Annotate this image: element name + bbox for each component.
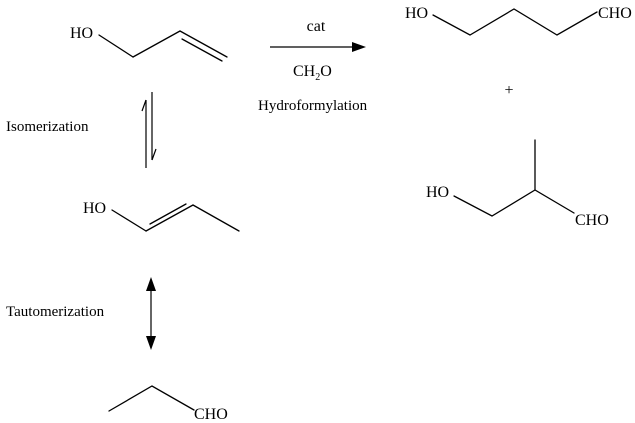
linear-product-chain [432,8,598,36]
reagent-subscript: 2 [315,72,320,83]
bond-c2-c3 [179,30,228,58]
tautomerization-arrow: Tautomerization [6,277,156,350]
catalyst-label: cat [307,18,326,35]
bond-c1-c2 [132,30,181,58]
enol-bond-c2-c3 [192,204,240,232]
tautomerization-arrow-head-down [146,336,156,350]
reagent-tail: O [320,63,332,80]
branched-product-ho-label: HO [426,184,449,201]
enol-bond-o-c1 [111,209,147,232]
double-bond-c2-c3 [181,38,223,62]
linear-product-ho-label: HO [405,5,428,22]
isomerization-label: Isomerization [6,119,89,135]
enol-structure: HO [83,200,240,232]
hydroformylation-label: Hydroformylation [258,98,368,114]
isomerization-up-arrow-barb [141,99,147,112]
linear-product-structure: HO CHO [405,5,632,36]
propanal-structure: CHO [108,385,228,423]
tautomerization-label: Tautomerization [6,304,105,320]
tautomerization-arrow-head-up [146,277,156,291]
reagent-main: CH [293,63,316,80]
isomerization-equilibrium-arrow: Isomerization [6,92,157,168]
branched-product-chain [453,189,575,217]
propanal-cho-label: CHO [194,406,228,423]
propanal-chain [108,385,195,412]
allyl-alcohol-structure: HO [70,25,228,62]
enol-bond-c1-c2 [145,204,194,232]
enol-double-bond [149,203,187,225]
allyl-alcohol-ho-label: HO [70,25,93,42]
hydroformylation-arrow: cat CH2O Hydroformylation [258,18,368,114]
isomerization-down-arrow-barb [151,148,157,161]
forward-arrow-head [352,42,366,52]
linear-product-cho-label: CHO [598,5,632,22]
branched-product-cho-label: CHO [575,212,609,229]
plus-sign: + [504,82,513,99]
reagent-label: CH2O [293,63,332,83]
bond-o-c1 [98,34,134,58]
branched-product-structure: HO CHO [426,139,609,229]
enol-ho-label: HO [83,200,106,217]
